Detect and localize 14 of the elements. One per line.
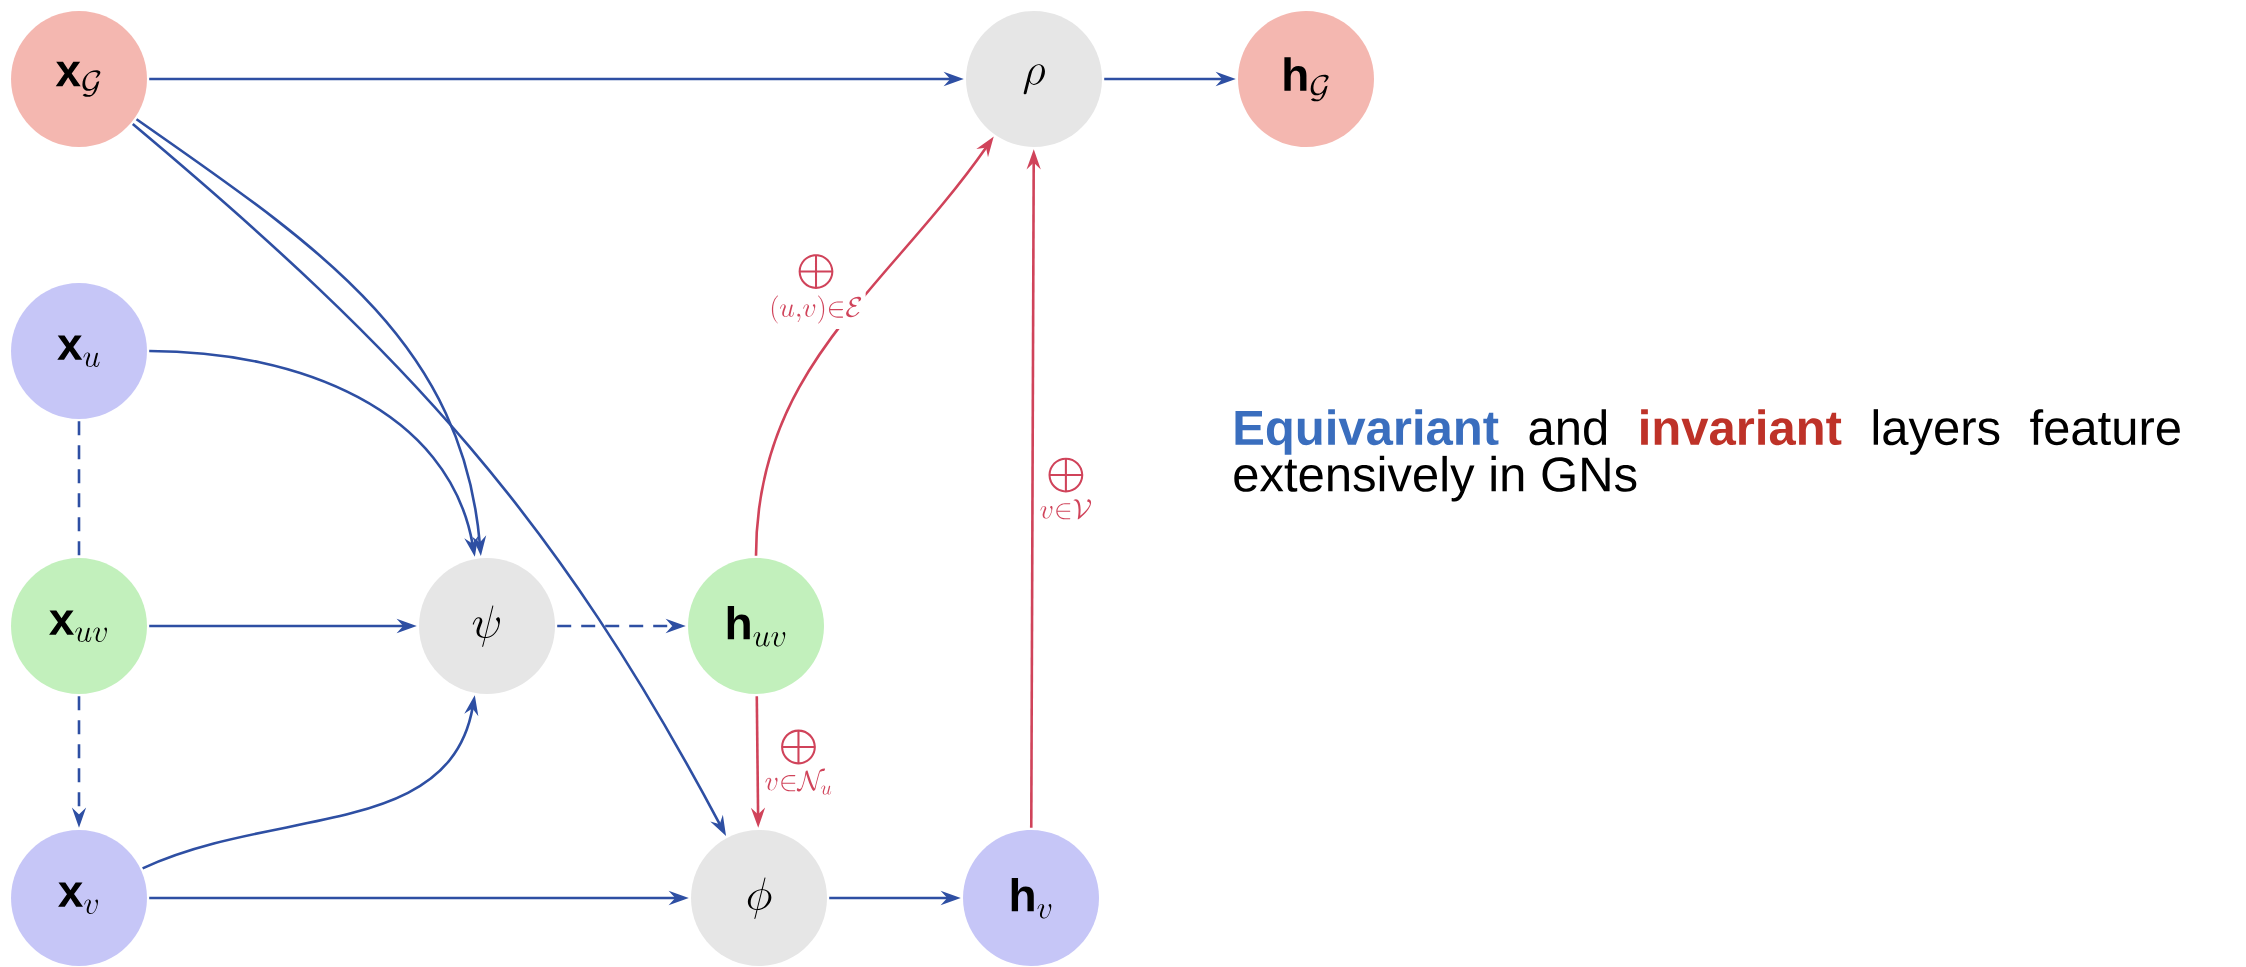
graph-node: $\mathbf{x}_{v}$: [11, 830, 147, 966]
edge-label: $\bigoplus_{(u,v)\in\mathcal{E}}$: [766, 248, 866, 330]
graph-node: $\mathbf{x}_{uv}$: [11, 558, 147, 694]
edge-label: $\bigoplus_{v\in\mathcal{N}_u}$: [761, 724, 836, 800]
graph-node: $\mathbf{x}_{u}$: [11, 283, 147, 419]
graph-node: $\mathbf{h}_{\mathcal{G}}$: [1238, 11, 1374, 147]
graph-node: $\mathbf{h}_{v}$: [963, 830, 1099, 966]
edge-label: $\bigoplus_{v\in\mathcal{V}}$: [1036, 452, 1096, 525]
graph-node: $\psi$: [419, 558, 555, 694]
graph-node: $\phi$: [691, 830, 827, 966]
graph-node: $\mathbf{h}_{uv}$: [688, 558, 824, 694]
graph-node: $\mathbf{x}_{\mathcal{G}}$: [11, 11, 147, 147]
graph-node: $\rho$: [966, 11, 1102, 147]
caption-text: Equivariant and invariant layers feature extensively in GNs: [1234, 409, 2180, 502]
